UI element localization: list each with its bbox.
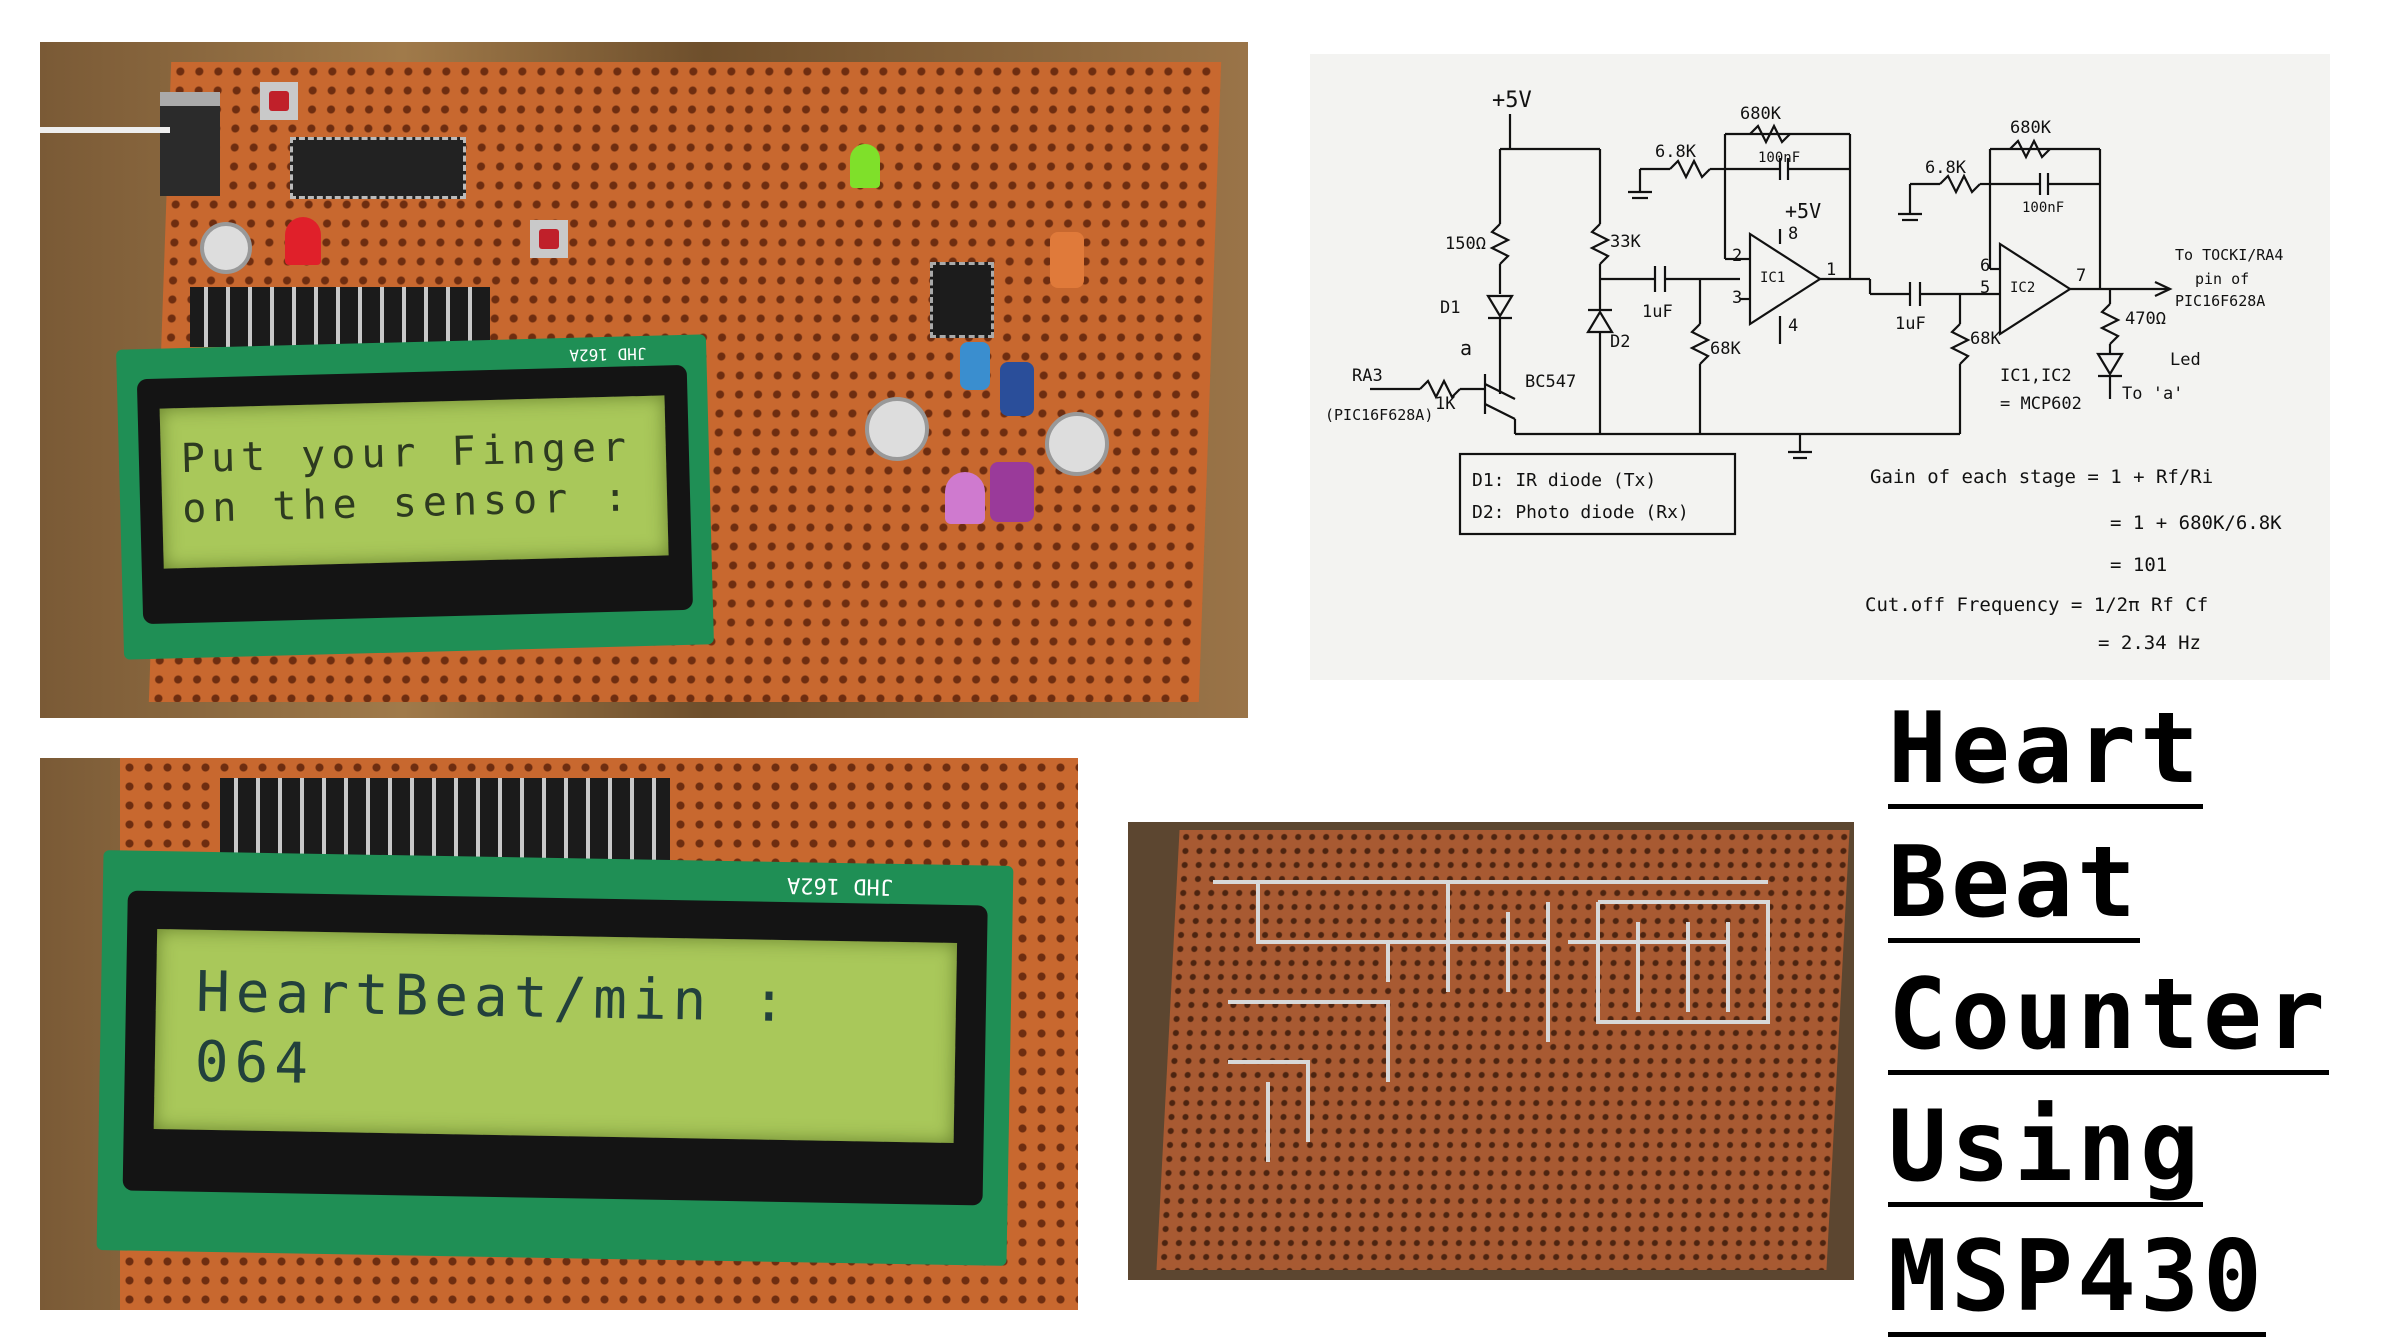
ir-led xyxy=(945,472,985,524)
white-wire xyxy=(40,127,170,133)
ic2-label: IC2 xyxy=(2010,280,2036,296)
circuit-schematic: +5V +5V 150Ω 33K 6.8K 680K 100nF 6.8K 68… xyxy=(1310,54,2330,680)
d2-label: D2 xyxy=(1610,332,1631,352)
red-led xyxy=(285,217,321,265)
lcd-module: JHD 162A HeartBeat/min : 064 xyxy=(96,850,1014,1266)
ra3-pin-label: (PIC16F628A) xyxy=(1325,406,1434,424)
voltage-regulator xyxy=(160,92,220,196)
cutoff-formula: Cut.off Frequency = 1/2π Rf Cf xyxy=(1865,594,2209,616)
title-word-beat: Beat xyxy=(1888,834,2141,943)
lcd-module-label: JHD 162A xyxy=(786,872,894,899)
vcc-label: +5V xyxy=(1492,88,1532,113)
lcd-line-1: Put your Finger xyxy=(180,424,633,483)
pin-of-label: pin of xyxy=(2195,270,2250,288)
opamp-ic xyxy=(930,262,994,338)
c1uf-a-label: 1uF xyxy=(1642,302,1673,322)
r33k-label: 33K xyxy=(1610,232,1641,252)
pin7-label: 7 xyxy=(2076,266,2087,286)
ic-type-value: = MCP602 xyxy=(2000,394,2082,414)
microcontroller-ic xyxy=(290,137,466,199)
lcd-line-2: 064 xyxy=(194,1029,315,1097)
c1uf-b-label: 1uF xyxy=(1895,314,1926,334)
trimmer-pot xyxy=(865,397,929,461)
photo-lcd-closeup: JHD 162A HeartBeat/min : 064 xyxy=(40,758,1078,1310)
pin2-label: 2 xyxy=(1732,246,1743,266)
r150-label: 150Ω xyxy=(1445,234,1486,254)
r680k-a-label: 680K xyxy=(1740,104,1781,124)
r68k-b-label: 6.8K xyxy=(1925,158,1966,178)
lcd-screen: Put your Finger on the sensor : xyxy=(159,395,669,569)
trimmer-pot xyxy=(1045,412,1109,476)
lcd-line-1: HeartBeat/min : xyxy=(195,959,793,1036)
pin1-label: 1 xyxy=(1826,260,1837,280)
led-label: Led xyxy=(2170,350,2201,370)
node-a-label: a xyxy=(1460,336,1473,360)
legend-d2: D2: Photo diode (Rx) xyxy=(1472,502,1689,523)
lcd-line-2: on the sensor : xyxy=(181,474,634,533)
capacitor xyxy=(1000,362,1034,416)
gain-step-2: = 1 + 680K/6.8K xyxy=(2110,512,2282,534)
title-word-msp430: MSP430 xyxy=(1888,1228,2267,1337)
r68k-c-label: 68K xyxy=(1710,339,1741,359)
transistor-label: BC547 xyxy=(1525,372,1577,392)
photo-board-top: JHD 162A Put your Finger on the sensor : xyxy=(40,42,1248,718)
header-pins xyxy=(190,287,490,347)
lcd-bezel: Put your Finger on the sensor : xyxy=(136,364,694,625)
c100nf-b-label: 100nF xyxy=(2022,200,2065,216)
push-button xyxy=(260,82,298,120)
r470-label: 470Ω xyxy=(2125,309,2166,329)
photo-board-underside xyxy=(1128,822,1854,1280)
pin5-label: 5 xyxy=(1980,278,1991,298)
pin6-label: 6 xyxy=(1980,256,1991,276)
legend-d1: D1: IR diode (Tx) xyxy=(1472,470,1657,491)
d1-label: D1 xyxy=(1440,298,1461,318)
tocki-label: To TOCKI/RA4 xyxy=(2175,246,2284,264)
title-word-heart: Heart xyxy=(1888,700,2204,809)
solder-traces xyxy=(1213,880,1770,1162)
r68k-d-label: 68K xyxy=(1970,329,2001,349)
title-word-counter: Counter xyxy=(1888,966,2330,1075)
vcc-opamp-label: +5V xyxy=(1785,199,1822,223)
r1k-label: 1K xyxy=(1435,394,1456,414)
gain-step-3: = 101 xyxy=(2110,554,2168,576)
trimmer-pot xyxy=(200,222,252,274)
gain-formula: Gain of each stage = 1 + Rf/Ri xyxy=(1870,466,2214,488)
cutoff-value: = 2.34 Hz xyxy=(2098,632,2201,654)
ic-type-label: IC1,IC2 xyxy=(2000,366,2072,386)
lcd-module: JHD 162A Put your Finger on the sensor : xyxy=(116,334,714,660)
pin8-label: 8 xyxy=(1788,224,1799,244)
schematic-wires xyxy=(1370,114,2173,536)
capacitor xyxy=(960,342,990,390)
r68k-a-label: 6.8K xyxy=(1655,142,1696,162)
ic1-label: IC1 xyxy=(1760,270,1786,286)
lcd-screen: HeartBeat/min : 064 xyxy=(153,929,958,1143)
pic-label: PIC16F628A xyxy=(2175,292,2266,310)
green-led xyxy=(850,144,880,188)
title-word-using: Using xyxy=(1888,1098,2204,1207)
pin4-label: 4 xyxy=(1788,316,1799,336)
push-button xyxy=(530,220,568,258)
to-a-label: To 'a' xyxy=(2122,384,2184,404)
ra3-label: RA3 xyxy=(1352,366,1383,386)
lcd-module-label: JHD 162A xyxy=(569,343,647,365)
r680k-b-label: 680K xyxy=(2010,118,2051,138)
c100nf-a-label: 100nF xyxy=(1758,150,1801,166)
pin3-label: 3 xyxy=(1732,288,1743,308)
lcd-bezel: HeartBeat/min : 064 xyxy=(122,890,988,1206)
capacitor xyxy=(1050,232,1084,288)
capacitor xyxy=(990,462,1034,522)
